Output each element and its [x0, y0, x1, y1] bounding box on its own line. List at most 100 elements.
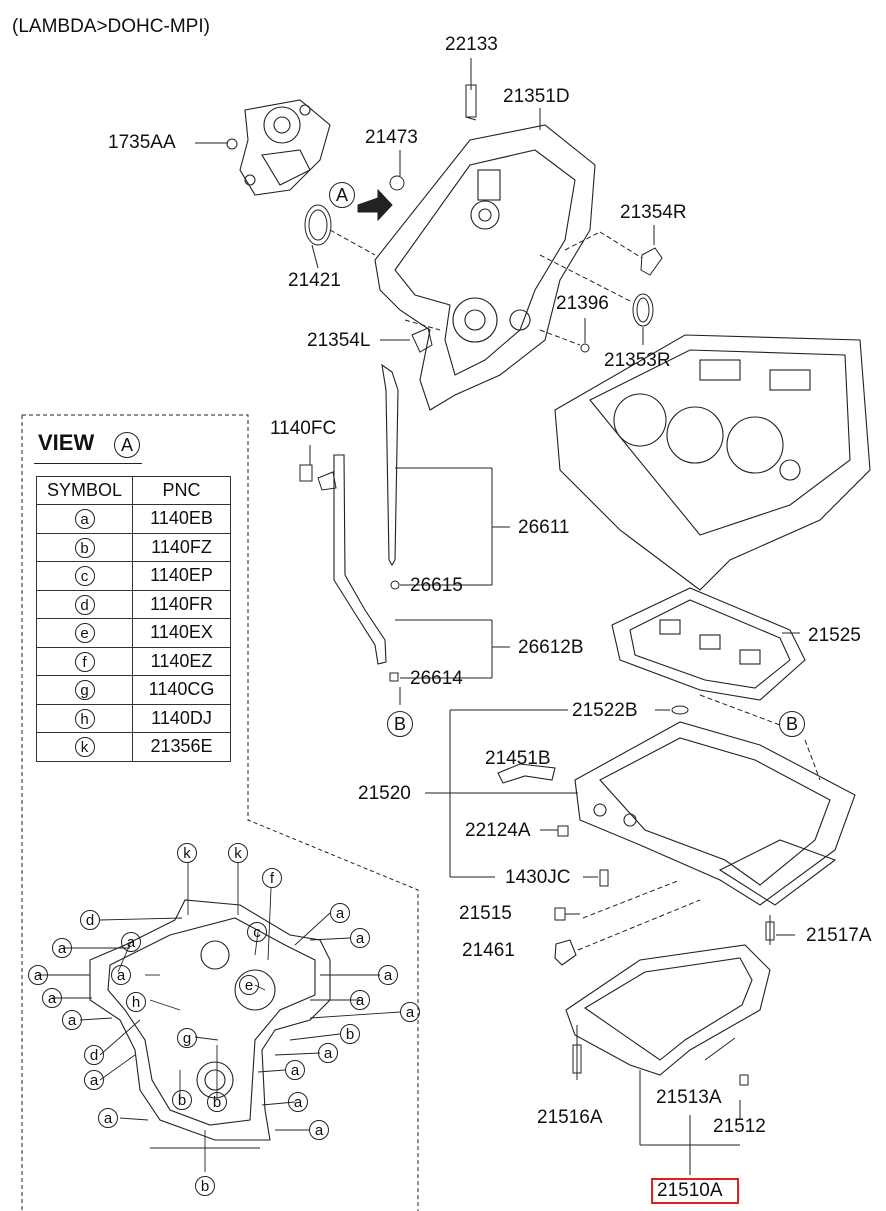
label-21461: 21461: [462, 940, 515, 961]
symbol-d: d: [74, 594, 95, 615]
table-row: e 1140EX: [36, 618, 231, 648]
label-21451B: 21451B: [485, 748, 551, 769]
symbol-callout-a: a: [288, 1092, 308, 1112]
symbol-callout-d: d: [80, 910, 100, 930]
label-21525: 21525: [808, 625, 861, 646]
symbol-callout-a: a: [400, 1002, 420, 1022]
pnc-cell: 1140EB: [132, 504, 231, 534]
symbol-callout-b: b: [195, 1176, 215, 1196]
table-row: c 1140EP: [36, 561, 231, 591]
symbol-callout-a: a: [62, 1010, 82, 1030]
symbol-k: k: [74, 737, 95, 758]
symbol-callout-a: a: [318, 1043, 338, 1063]
engine-caption: (LAMBDA>DOHC-MPI): [12, 16, 210, 37]
pnc-cell: 21356E: [132, 732, 231, 762]
label-21520: 21520: [358, 783, 411, 804]
view-a-arrow: [357, 188, 393, 222]
pnc-cell: 1140EX: [132, 618, 231, 648]
view-a-underline: [34, 463, 142, 464]
view-a-title: VIEW: [38, 430, 95, 455]
label-1430JC: 1430JC: [505, 867, 571, 888]
callout-a: A: [329, 182, 355, 208]
pnc-cell: 1140DJ: [132, 703, 231, 733]
label-21510A-highlighted[interactable]: 21510A: [657, 1180, 723, 1201]
label-21516A: 21516A: [537, 1107, 603, 1128]
pnc-cell: 1140FR: [132, 589, 231, 619]
label-21517A: 21517A: [806, 925, 872, 946]
symbol-h: h: [74, 708, 95, 729]
table-row: g 1140CG: [36, 675, 231, 705]
symbol-a: a: [74, 509, 95, 530]
table-row: f 1140EZ: [36, 646, 231, 676]
timing-cover-drawing: [374, 124, 596, 411]
header-pnc: PNC: [132, 476, 231, 505]
symbol-callout-b: b: [207, 1092, 227, 1112]
label-21515: 21515: [459, 903, 512, 924]
pnc-cell: 1140EZ: [132, 646, 231, 676]
symbol-callout-a: a: [42, 988, 62, 1008]
symbol-b: b: [74, 537, 95, 558]
label-21522B: 21522B: [572, 700, 638, 721]
symbol-callout-a: a: [84, 1070, 104, 1090]
view-a-title-circle: A: [114, 432, 140, 458]
engine-block-drawing: [554, 334, 871, 591]
label-21351D: 21351D: [503, 86, 570, 107]
symbol-callout-g: g: [177, 1028, 197, 1048]
lower-oil-pan-drawing: [565, 944, 771, 1076]
symbol-callout-b: b: [340, 1024, 360, 1044]
label-1735AA: 1735AA: [108, 132, 176, 153]
table-row: a 1140EB: [36, 504, 231, 534]
label-22133: 22133: [445, 34, 498, 55]
symbol-callout-e: e: [239, 975, 259, 995]
symbol-callout-a: a: [330, 903, 350, 923]
label-26614: 26614: [410, 668, 463, 689]
symbol-callout-b: b: [172, 1090, 192, 1110]
symbol-callout-d: d: [84, 1045, 104, 1065]
label-21354L: 21354L: [307, 330, 371, 351]
pnc-cell: 1140FZ: [132, 532, 231, 562]
table-row: d 1140FR: [36, 589, 231, 619]
symbol-callout-k: k: [177, 843, 197, 863]
symbol-callout-a: a: [285, 1060, 305, 1080]
symbol-callout-a: a: [98, 1108, 118, 1128]
symbol-c: c: [74, 566, 95, 587]
table-row: b 1140FZ: [36, 532, 231, 562]
water-pump-drawing: [239, 99, 331, 196]
pnc-cell: 1140CG: [132, 675, 231, 705]
label-1140FC: 1140FC: [270, 418, 337, 439]
symbol-callout-a: a: [309, 1120, 329, 1140]
label-26611: 26611: [518, 517, 570, 538]
label-21513A: 21513A: [656, 1087, 722, 1108]
label-21421: 21421: [288, 270, 341, 291]
symbol-callout-f: f: [262, 868, 282, 888]
header-symbol: SYMBOL: [36, 476, 133, 505]
symbol-g: g: [74, 680, 95, 701]
pnc-cell: 1140EP: [132, 561, 231, 591]
symbol-callout-a: a: [350, 928, 370, 948]
table-row: k 21356E: [36, 732, 231, 762]
table-row: h 1140DJ: [36, 703, 231, 733]
symbol-callout-a: a: [378, 965, 398, 985]
symbol-callout-a: a: [52, 938, 72, 958]
symbol-callout-h: h: [126, 992, 146, 1012]
symbol-f: f: [74, 651, 95, 672]
view-a-frame: [22, 414, 419, 1211]
callout-b-dipstick: B: [387, 711, 413, 737]
ladder-frame-drawing: [611, 587, 806, 701]
symbol-pnc-table: SYMBOL PNC a 1140EB b 1140FZ c 1140EP d 1140…: [36, 476, 231, 762]
label-26615: 26615: [410, 575, 463, 596]
symbol-callout-c: c: [247, 922, 267, 942]
symbol-callout-k: k: [228, 843, 248, 863]
label-26612B: 26612B: [518, 637, 584, 658]
label-21353R: 21353R: [604, 350, 671, 371]
label-21396: 21396: [556, 293, 609, 314]
label-22124A: 22124A: [465, 820, 531, 841]
symbol-e: e: [74, 623, 95, 644]
label-21354R: 21354R: [620, 202, 687, 223]
highlight-box: [651, 1178, 739, 1204]
symbol-callout-a: a: [111, 965, 131, 985]
symbol-callout-a: a: [28, 965, 48, 985]
callout-b-oil-pan: B: [779, 711, 805, 737]
